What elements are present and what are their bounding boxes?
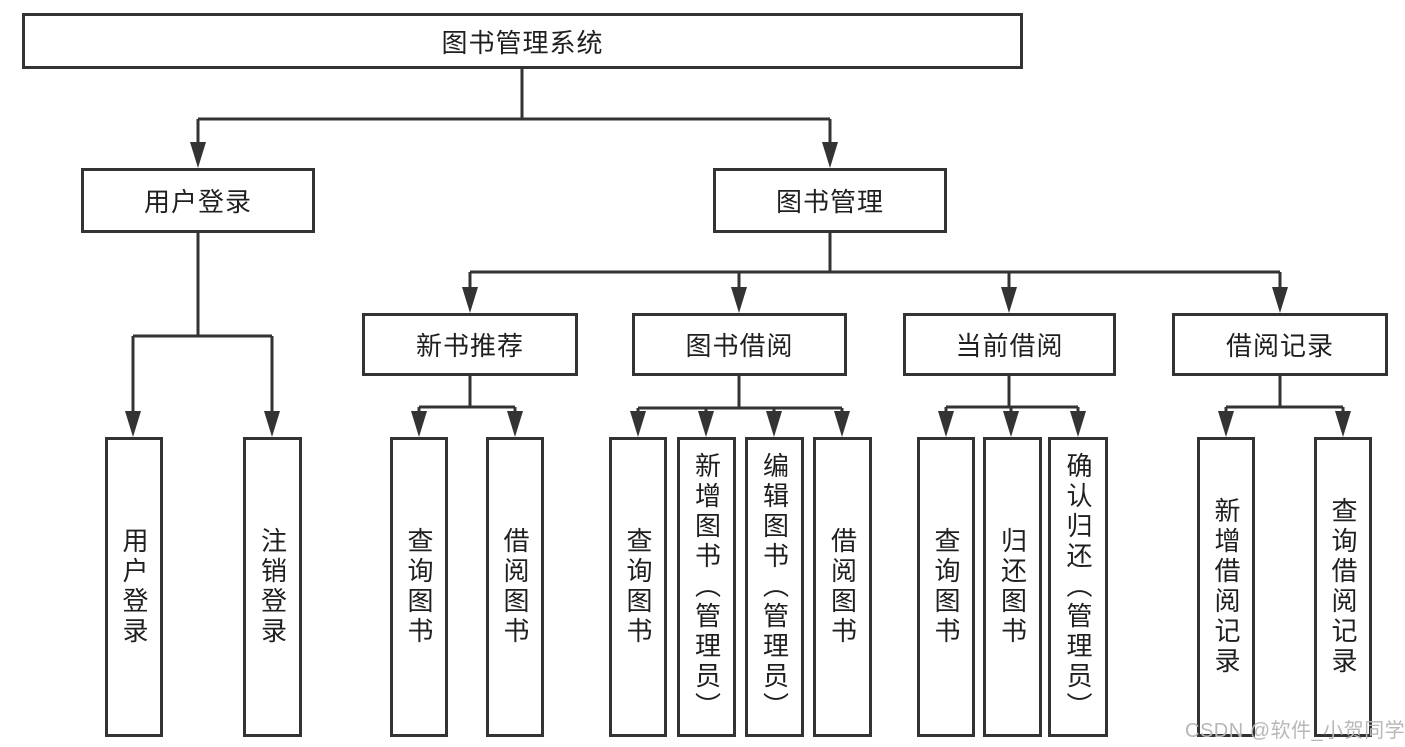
leaf-newbook-query-books: 查询图书 <box>390 437 448 737</box>
leaf-logout-login: 注销登录 <box>243 437 302 737</box>
leaf-newbook-borrow-books: 借阅图书 <box>486 437 544 737</box>
leaf-borrowing-query-books: 查询图书 <box>609 437 667 737</box>
leaf-borrowing-borrow-books: 借阅图书 <box>813 437 872 737</box>
leaf-current-confirm-return-admin: 确认归还（管理员） <box>1048 437 1108 737</box>
leaf-borrowing-edit-book-admin: 编辑图书（管理员） <box>745 437 804 737</box>
node-book-borrowing: 图书借阅 <box>632 313 847 376</box>
leaf-records-add-borrow-record: 新增借阅记录 <box>1197 437 1255 737</box>
node-current-borrowing: 当前借阅 <box>903 313 1116 376</box>
leaf-records-query-borrow-record: 查询借阅记录 <box>1314 437 1372 737</box>
node-library-system: 图书管理系统 <box>22 13 1023 69</box>
leaf-current-return-books: 归还图书 <box>983 437 1042 737</box>
node-book-management: 图书管理 <box>713 168 947 233</box>
node-user-login: 用户登录 <box>81 168 315 233</box>
arrowheads <box>125 142 1351 437</box>
leaf-current-query-books: 查询图书 <box>917 437 975 737</box>
leaf-borrowing-add-book-admin: 新增图书（管理员） <box>677 437 736 737</box>
node-borrowing-records: 借阅记录 <box>1172 313 1388 376</box>
csdn-watermark: CSDN @软件_小贺同学 <box>1185 720 1405 742</box>
leaf-user-login: 用户登录 <box>105 437 163 737</box>
node-new-book-recommendation: 新书推荐 <box>362 313 578 376</box>
